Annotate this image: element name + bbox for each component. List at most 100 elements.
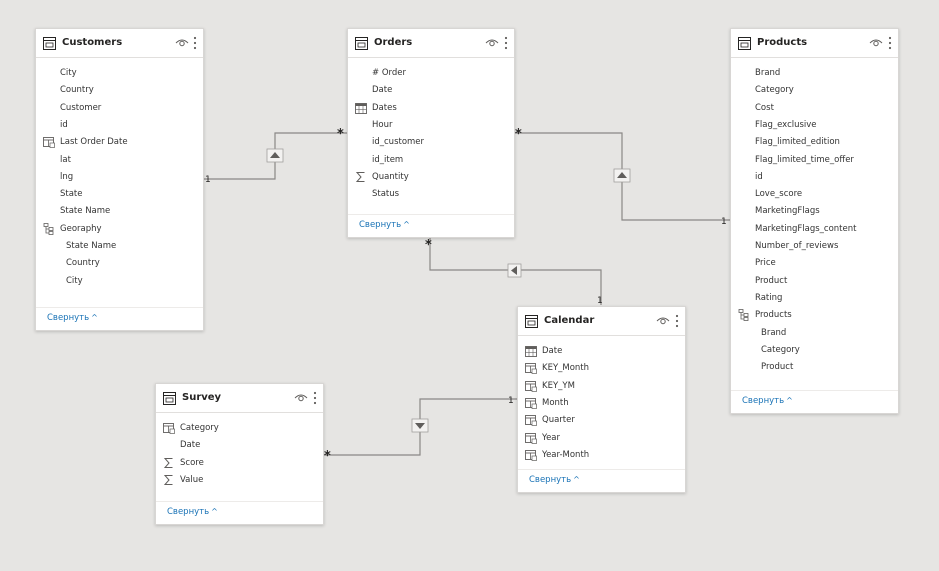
eye-icon[interactable]: [869, 38, 883, 48]
field-item[interactable]: Dates: [348, 100, 514, 117]
field-item[interactable]: Hour: [348, 117, 514, 134]
field-item[interactable]: Price: [731, 255, 898, 272]
more-options-icon[interactable]: [675, 314, 679, 328]
up-arrow-icon: [270, 152, 280, 158]
hierarchy-level-item[interactable]: Country: [36, 255, 203, 272]
field-name: Rating: [755, 292, 783, 303]
field-item[interactable]: Quarter: [518, 412, 685, 429]
field-item[interactable]: State: [36, 186, 203, 203]
field-name: Flag_exclusive: [755, 119, 817, 130]
field-item[interactable]: Date: [518, 343, 685, 360]
field-name: Date: [180, 440, 201, 451]
field-item[interactable]: Date: [348, 82, 514, 99]
field-item[interactable]: Category: [731, 82, 898, 99]
table-card-header[interactable]: Products: [731, 29, 898, 58]
filter-direction-calendar-survey: [411, 418, 429, 433]
field-item[interactable]: Year: [518, 430, 685, 447]
field-item[interactable]: Love_score: [731, 186, 898, 203]
hierarchy-level-item[interactable]: City: [36, 273, 203, 290]
field-item[interactable]: Date: [156, 437, 323, 454]
field-item[interactable]: Country: [36, 82, 203, 99]
hierarchy-level-item[interactable]: Brand: [731, 325, 898, 342]
relationship-calendar-orders[interactable]: * 1: [425, 237, 603, 306]
field-name: City: [66, 275, 83, 286]
field-item[interactable]: Status: [348, 186, 514, 203]
field-item[interactable]: Customer: [36, 100, 203, 117]
field-item[interactable]: Cost: [731, 100, 898, 117]
field-item[interactable]: Rating: [731, 290, 898, 307]
down-arrow-icon: [415, 423, 425, 429]
field-item[interactable]: lat: [36, 152, 203, 169]
field-item[interactable]: Score: [156, 455, 323, 472]
field-item[interactable]: Last Order Date: [36, 134, 203, 151]
relationship-products-orders[interactable]: * 1: [514, 127, 730, 227]
field-item[interactable]: # Order: [348, 65, 514, 82]
eye-icon[interactable]: [485, 38, 499, 48]
field-item[interactable]: KEY_YM: [518, 378, 685, 395]
field-name: Quantity: [372, 171, 409, 182]
sum-icon: [355, 171, 367, 183]
field-item[interactable]: KEY_Month: [518, 360, 685, 377]
field-item[interactable]: MarketingFlags: [731, 203, 898, 220]
field-item[interactable]: Flag_exclusive: [731, 117, 898, 134]
table-card-header[interactable]: Customers: [36, 29, 203, 58]
table-card-header[interactable]: Calendar: [518, 307, 685, 336]
hierarchy-level-item[interactable]: Product: [731, 359, 898, 376]
field-name: Flag_limited_edition: [755, 137, 840, 148]
collapse-link[interactable]: Свернуть^: [47, 313, 98, 323]
field-item[interactable]: id: [731, 169, 898, 186]
field-name: Date: [542, 346, 563, 356]
field-item[interactable]: Month: [518, 395, 685, 412]
field-item[interactable]: Georaphy: [36, 221, 203, 238]
more-options-icon[interactable]: [313, 391, 317, 405]
relationship-calendar-survey[interactable]: 1 *: [324, 396, 517, 464]
field-name: Number_of_reviews: [755, 241, 839, 251]
field-item[interactable]: Flag_limited_edition: [731, 134, 898, 151]
field-item[interactable]: Quantity: [348, 169, 514, 186]
field-item[interactable]: id_customer: [348, 134, 514, 151]
hierarchy-level-item[interactable]: Category: [731, 342, 898, 359]
chevron-up-icon: ^: [91, 313, 98, 322]
more-options-icon[interactable]: [504, 36, 508, 50]
collapse-link[interactable]: Свернуть^: [742, 396, 793, 406]
field-item[interactable]: Flag_limited_time_offer: [731, 152, 898, 169]
field-item[interactable]: Product: [731, 273, 898, 290]
collapse-link[interactable]: Свернуть^: [359, 220, 410, 230]
field-item[interactable]: Products: [731, 307, 898, 324]
more-options-icon[interactable]: [888, 36, 892, 50]
table-card-header[interactable]: Survey: [156, 384, 323, 413]
field-item[interactable]: Category: [156, 420, 323, 437]
collapse-link[interactable]: Свернуть^: [167, 507, 218, 517]
hierarchy-level-item[interactable]: State Name: [36, 238, 203, 255]
field-item[interactable]: City: [36, 65, 203, 82]
field-item[interactable]: id_item: [348, 152, 514, 169]
table-card-header[interactable]: Orders: [348, 29, 514, 58]
field-name: Date: [372, 85, 393, 96]
eye-icon[interactable]: [656, 316, 670, 326]
collapse-link[interactable]: Свернуть^: [529, 475, 580, 485]
eye-icon[interactable]: [294, 393, 308, 403]
field-item[interactable]: lng: [36, 169, 203, 186]
table-card-footer: Свернуть^: [518, 469, 685, 492]
field-item[interactable]: State Name: [36, 203, 203, 220]
more-options-icon[interactable]: [193, 36, 197, 50]
field-item[interactable]: Brand: [731, 65, 898, 82]
field-item[interactable]: Value: [156, 472, 323, 489]
relationship-customers-orders[interactable]: 1 *: [203, 127, 347, 185]
table-title: Customers: [62, 37, 123, 48]
field-item[interactable]: id: [36, 117, 203, 134]
field-name: MarketingFlags_content: [755, 223, 857, 234]
eye-icon[interactable]: [175, 38, 189, 48]
field-item[interactable]: Year-Month: [518, 447, 685, 464]
field-item[interactable]: Number_of_reviews: [731, 238, 898, 255]
field-name: Cost: [755, 102, 774, 113]
field-item[interactable]: MarketingFlags_content: [731, 221, 898, 238]
field-name: Quarter: [542, 415, 575, 426]
cardinality-many: *: [337, 127, 344, 142]
